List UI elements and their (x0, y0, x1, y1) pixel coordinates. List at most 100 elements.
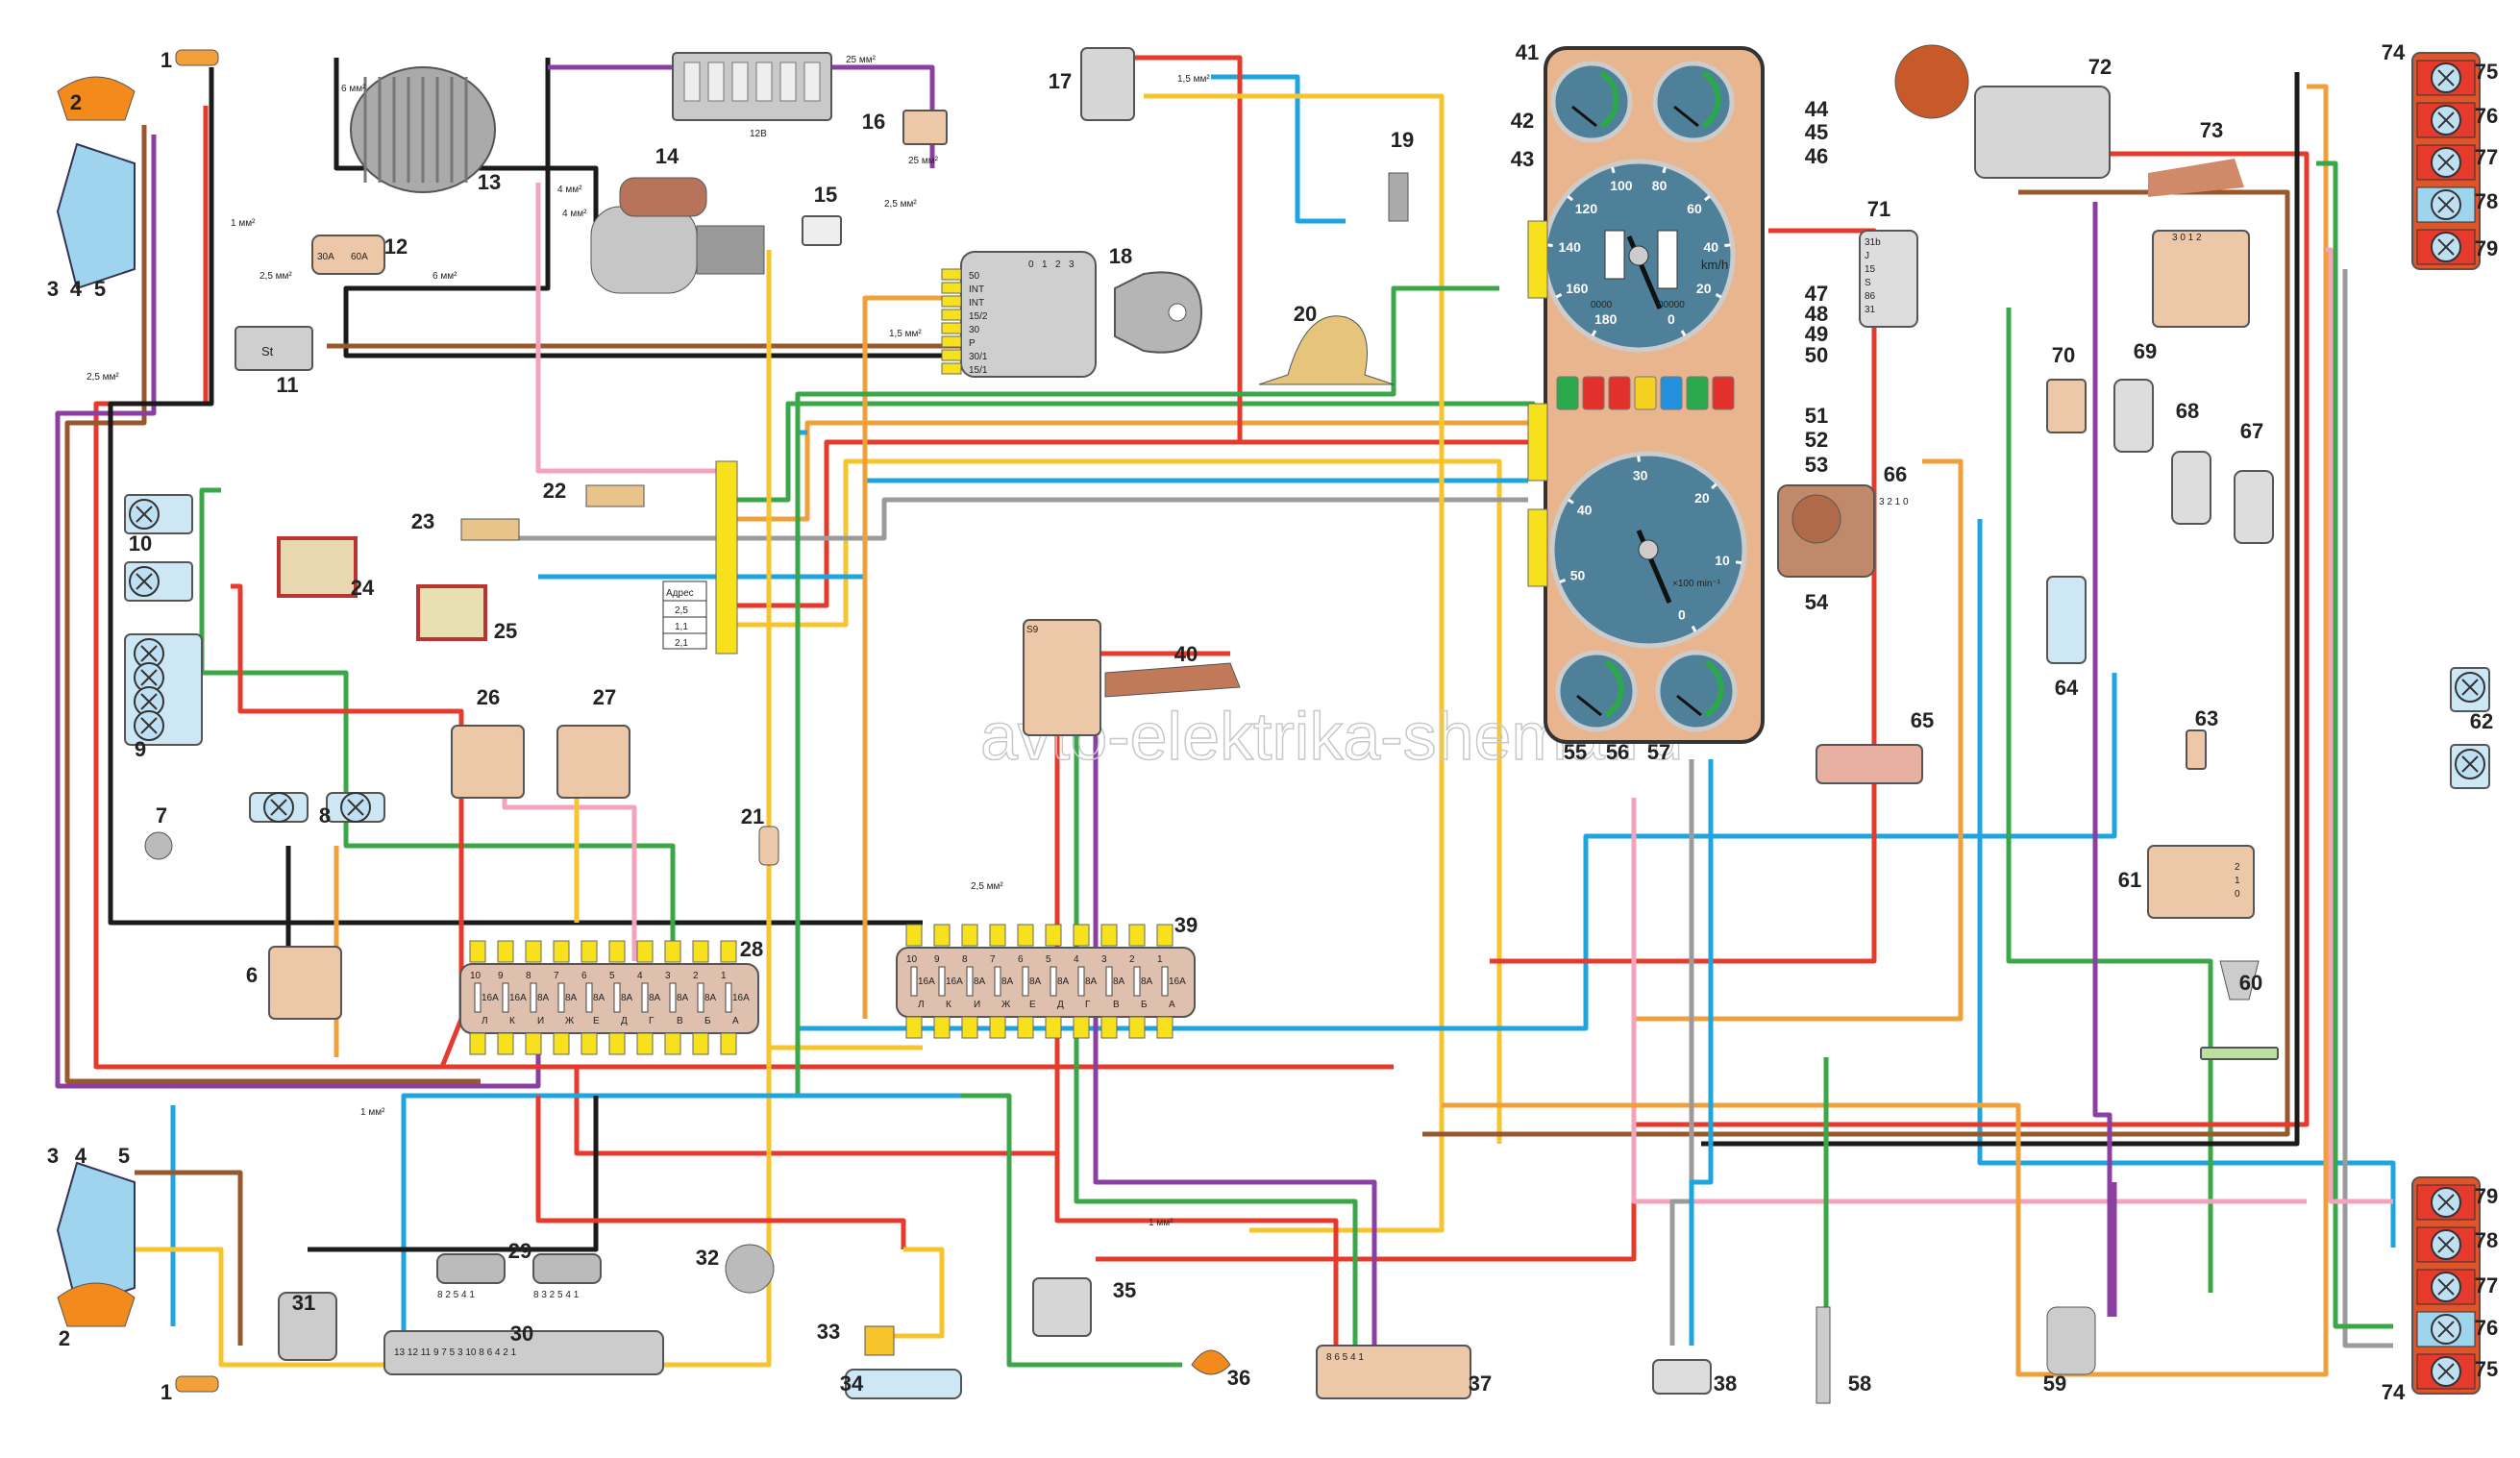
fuse-number: 4 (1074, 954, 1079, 965)
battery-cell (707, 62, 725, 102)
gauge-scale-arc (1599, 70, 1619, 129)
component-number-25: 25 (494, 619, 517, 643)
dial-tick-label: 140 (1559, 239, 1582, 255)
component-number-32: 32 (696, 1246, 719, 1270)
fuse-terminal (1073, 1016, 1090, 1039)
component-number-41: 41 (1516, 40, 1539, 64)
fuse-rating: 8A (537, 993, 550, 1003)
terminal-connector (941, 295, 962, 308)
fuse-letter: Ж (1001, 1000, 1011, 1010)
ignition-key-icon (1114, 271, 1203, 354)
fuse-letter: В (1113, 1000, 1120, 1010)
wire-yellow (1144, 93, 1445, 1233)
fuse-icon (966, 966, 974, 997)
terminal-connector (941, 322, 962, 334)
wire-black (108, 67, 923, 926)
dial-tick-label: 40 (1703, 239, 1718, 255)
dial-tick-label: 10 (1715, 553, 1730, 568)
component-number-77: 77 (2475, 1273, 2498, 1297)
dial-tick (1711, 482, 1717, 490)
tachometer-unit: ×100 min⁻¹ (1672, 579, 1721, 589)
fuse-terminal (933, 924, 951, 947)
wire-brown (64, 125, 481, 1084)
fuse-21-icon (758, 826, 779, 866)
dial-tick (1662, 166, 1667, 174)
dial-tick (1715, 293, 1722, 299)
fuse-number: 1 (1157, 954, 1163, 965)
level-sensor-60-icon (2219, 960, 2260, 1001)
component-number-35: 35 (1113, 1278, 1136, 1302)
key-hole (1168, 303, 1187, 322)
wire-yellow (766, 250, 923, 1050)
lamp-cross-icon (140, 669, 158, 686)
starter-relay-11 (235, 326, 313, 371)
fuse-icon (697, 982, 704, 1013)
switch-71-terminal-J: J (1865, 251, 1869, 261)
fuse-number: 1 (721, 971, 727, 981)
odometer-value: 00000 (1658, 300, 1685, 310)
fuse-icon (585, 982, 593, 1013)
component-number-75: 75 (2475, 1357, 2498, 1381)
wiper-switch-73 (2152, 230, 2250, 328)
fuse-number: 2 (1129, 954, 1135, 965)
fuse-terminal (692, 940, 709, 963)
relay-29-0 (436, 1253, 506, 1284)
fuse-icon (1050, 966, 1057, 997)
dial-tick (1611, 166, 1616, 174)
relay-6 (268, 946, 342, 1020)
component-number-13: 13 (478, 170, 501, 194)
component-number-50: 50 (1805, 343, 1828, 367)
stalk-lever-icon (1104, 662, 1241, 698)
switch-61-position: 1 (2235, 876, 2240, 886)
wire-pink (2326, 247, 2393, 1204)
wire-violet (55, 135, 541, 1089)
sensor-19-icon (1388, 172, 1409, 222)
component-number-60: 60 (2239, 971, 2262, 995)
gauge-scale-arc (1704, 659, 1724, 718)
fuse-rating: 8A (677, 993, 689, 1003)
fuse-icon (474, 982, 482, 1013)
component-number-74: 74 (2382, 1380, 2406, 1404)
wire-blue (538, 478, 1528, 580)
fuse-icon (725, 982, 732, 1013)
trip-counter-value: 0000 (1591, 300, 1613, 310)
lamp-cross-icon (136, 506, 153, 523)
ignition-terminal-15/2: 15/2 (969, 311, 988, 322)
fuse-terminal (664, 1032, 681, 1055)
lamp-cross-icon (2437, 1278, 2455, 1296)
fuse-rating: 8A (1113, 976, 1125, 987)
cluster-connector (1527, 508, 1548, 587)
fuse-letter: Е (593, 1016, 600, 1026)
wire-size-label: 4 мм² (562, 209, 587, 219)
fuse-rating: 8A (704, 993, 717, 1003)
gauge-needle (1676, 694, 1702, 717)
terminal-connector (941, 362, 962, 375)
wire-size-label: 1 мм² (231, 218, 256, 229)
component-number-45: 45 (1805, 120, 1828, 144)
terminal-connector (941, 309, 962, 321)
fuse-terminal (720, 940, 737, 963)
fuse-letter: Д (621, 1016, 628, 1026)
fuse-icon (1022, 966, 1029, 997)
switch-71-terminal-S: S (1865, 278, 1871, 288)
component-number-70: 70 (2052, 343, 2075, 367)
gauge-scale-arc (1604, 659, 1624, 718)
dial-tick-label: 0 (1678, 607, 1686, 623)
lamp-cross-icon (2437, 1194, 2455, 1211)
switch-61-position: 2 (2235, 862, 2240, 873)
relay-29a-pins: 8 2 5 4 1 (437, 1290, 475, 1300)
fuse-terminal (581, 1032, 598, 1055)
component-number-12: 12 (384, 235, 408, 259)
thermal-breaker-15 (802, 215, 842, 246)
ignition-terminal-30: 30 (969, 325, 980, 335)
battery-cell (683, 62, 701, 102)
turn-signal-arrows-icon (1556, 376, 1579, 410)
component-number-27: 27 (593, 685, 616, 709)
switch-17 (1080, 47, 1135, 121)
component-number-53: 53 (1805, 453, 1828, 477)
wire-size-label: 6 мм² (341, 84, 366, 94)
sensor-24-icon (277, 536, 358, 598)
fuse-terminal (497, 1032, 514, 1055)
ignition-position-2: 2 (1055, 259, 1061, 270)
